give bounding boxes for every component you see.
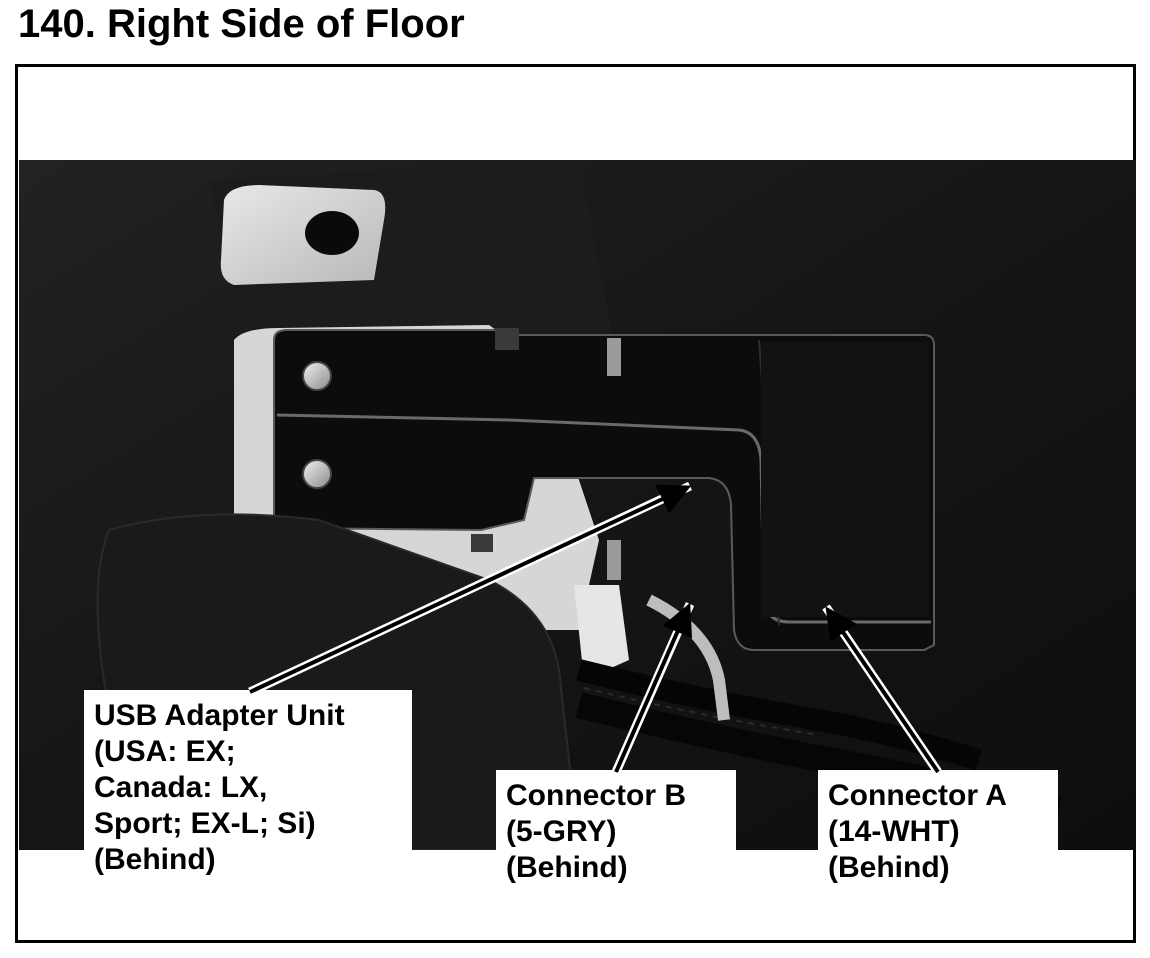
connector-b-line: Connector B bbox=[506, 779, 686, 812]
connector-a-line: (Behind) bbox=[828, 851, 950, 884]
connector-b-line: (Behind) bbox=[506, 851, 628, 884]
floor-gap bbox=[574, 585, 629, 680]
nut-upper bbox=[495, 328, 519, 350]
usb-label-line: Sport; EX-L; Si) bbox=[94, 807, 316, 840]
nut-lower bbox=[471, 534, 493, 552]
usb-adapter-arrow bbox=[248, 481, 692, 697]
usb-adapter-box bbox=[761, 342, 929, 617]
page-title: 140. Right Side of Floor bbox=[18, 2, 465, 46]
metal-plate bbox=[220, 185, 386, 285]
connector-a-line: Connector A bbox=[828, 779, 1007, 812]
connector-a-line: (14-WHT) bbox=[828, 815, 960, 848]
usb-adapter-label: USB Adapter Unit (USA: EX; Canada: LX, S… bbox=[84, 690, 412, 890]
connector-a-label: Connector A (14-WHT) (Behind) bbox=[818, 770, 1058, 894]
connector-a-arrow bbox=[822, 604, 942, 775]
usb-label-line: USB Adapter Unit bbox=[94, 699, 345, 732]
connector-b-line: (5-GRY) bbox=[506, 815, 617, 848]
stud-upper bbox=[607, 338, 621, 376]
usb-label-line: (USA: EX; bbox=[94, 735, 236, 768]
stud-lower bbox=[607, 540, 621, 580]
plate-hole bbox=[305, 211, 359, 255]
harness-ribs bbox=[583, 687, 820, 736]
connector-b-label: Connector B (5-GRY) (Behind) bbox=[496, 770, 736, 894]
usb-label-line: Canada: LX, bbox=[94, 771, 268, 804]
bolt-upper bbox=[302, 361, 332, 391]
usb-label-line: (Behind) bbox=[94, 843, 216, 876]
bolt-lower bbox=[302, 459, 332, 489]
connector-b-arrow bbox=[611, 602, 695, 774]
